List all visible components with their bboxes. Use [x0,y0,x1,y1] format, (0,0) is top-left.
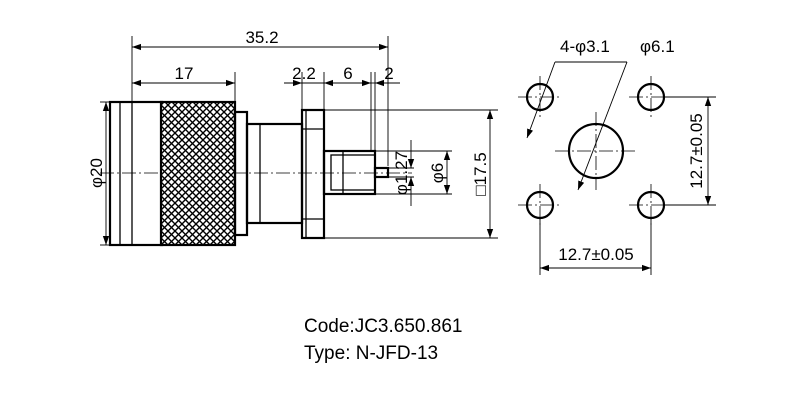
dim-overall-length: 35.2 [245,28,278,47]
product-type: Type: N-JFD-13 [304,343,439,364]
dim-knurl-length: 17 [175,64,194,83]
dim-spigot-diameter: φ6 [428,163,447,183]
rear-cap [108,100,164,247]
dim-step-c: 2 [384,64,393,83]
connector-body [233,110,304,237]
knurled-nut [159,100,237,247]
dim-vertical-spacing: 12.7±0.05 [687,113,706,189]
mounting-hole-top-left [525,82,555,112]
dim-horizontal-spacing: 12.7±0.05 [558,245,634,264]
dim-body-diameter: φ20 [87,158,106,188]
center-hole [567,122,625,180]
spigot [322,149,377,196]
product-code: Code:JC3.650.861 [304,316,463,337]
dimension-lines [100,36,498,246]
dim-step-a: 2.2 [292,64,316,83]
front-view: 4-φ3.1 φ6.1 12.7±0.05 12.7±0.05 [518,37,716,275]
front-dimension-lines [539,96,716,275]
dim-hole-callout: 4-φ3.1 [560,37,610,56]
dim-step-b: 6 [343,64,352,83]
flange [300,108,326,240]
dim-flange-square: □17.5 [471,152,490,195]
dim-pin-diameter: φ1.27 [392,151,411,195]
center-pin [373,166,390,179]
side-view: 35.2 17 2.2 6 2 φ20 φ1.27 φ6 □17.5 [87,28,498,247]
front-leaders [526,61,628,191]
dim-center-hole: φ6.1 [640,37,675,56]
